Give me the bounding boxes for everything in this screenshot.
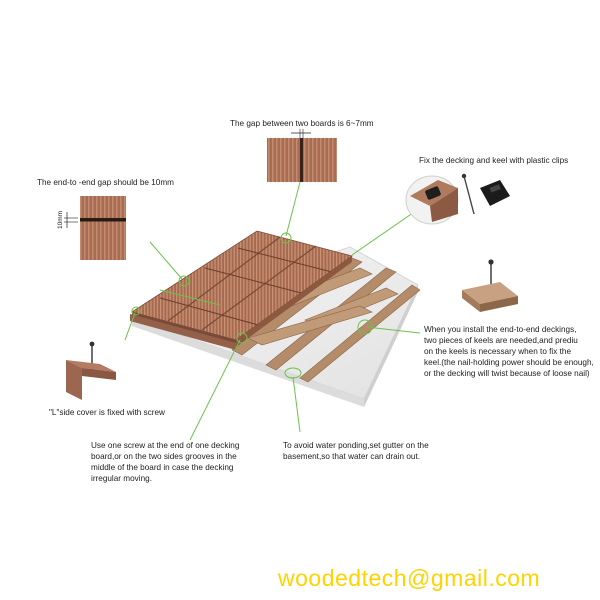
plastic-clip-icon bbox=[405, 175, 459, 225]
end-to-end-gap-label: The end-to -end gap should be 10mm bbox=[37, 178, 175, 187]
gap-between-boards-label: The gap between two boards is 6~7mm bbox=[230, 119, 374, 128]
screw-note: Use one screw at the end of one decking … bbox=[91, 441, 240, 483]
end-to-end-keels-note: When you install the end-to-end deckings… bbox=[424, 325, 594, 378]
water-note: To avoid water ponding,set gutter on the… bbox=[283, 441, 429, 461]
keel-section-icon bbox=[462, 259, 518, 312]
end-to-end-gap-detail-icon bbox=[64, 196, 126, 260]
screw-icon bbox=[461, 173, 475, 215]
leader-lines bbox=[124, 181, 421, 441]
l-side-cover-label: "L"side cover is fixed with screw bbox=[49, 408, 165, 417]
keels bbox=[231, 257, 421, 383]
l-side-cover-icon bbox=[66, 341, 116, 400]
clip-part-icon bbox=[480, 180, 510, 206]
l-side-cover-edge bbox=[130, 314, 236, 350]
plastic-clips-label: Fix the decking and keel with plastic cl… bbox=[419, 156, 569, 165]
watermark-email: woodedtech@gmail.com bbox=[278, 565, 541, 591]
decking-gap-detail-icon bbox=[267, 129, 337, 182]
dimension-label: 10mm bbox=[57, 211, 64, 229]
